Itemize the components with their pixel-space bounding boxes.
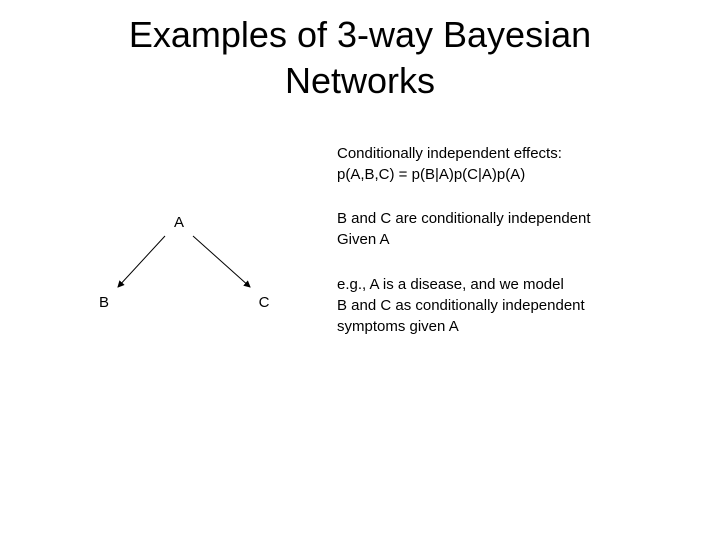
example-line-1: e.g., A is a disease, and we model [337,276,564,293]
example-line-2: B and C as conditionally independent [337,297,585,314]
slide-title-line-2: Networks [284,60,436,101]
independence-line-2: Given A [337,231,390,248]
example-text: e.g., A is a disease, and we model B and… [337,274,585,337]
node-c: C [259,294,270,311]
factorization-line-1: Conditionally independent effects: [337,145,562,162]
slide-title: Examples of 3-way Bayesian Networks [60,12,660,104]
edge-a-to-c [192,235,251,288]
node-b: B [99,294,109,311]
slide-title-line-1: Examples of 3-way Bayesian [128,14,592,55]
example-line-3: symptoms given A [337,318,459,335]
independence-text: B and C are conditionally independent Gi… [337,208,591,250]
independence-line-1: B and C are conditionally independent [337,210,591,227]
factorization-line-2: p(A,B,C) = p(B|A)p(C|A)p(A) [337,166,526,183]
edge-a-to-b [117,235,166,288]
factorization-text: Conditionally independent effects: p(A,B… [337,143,562,185]
node-a: A [174,214,184,231]
